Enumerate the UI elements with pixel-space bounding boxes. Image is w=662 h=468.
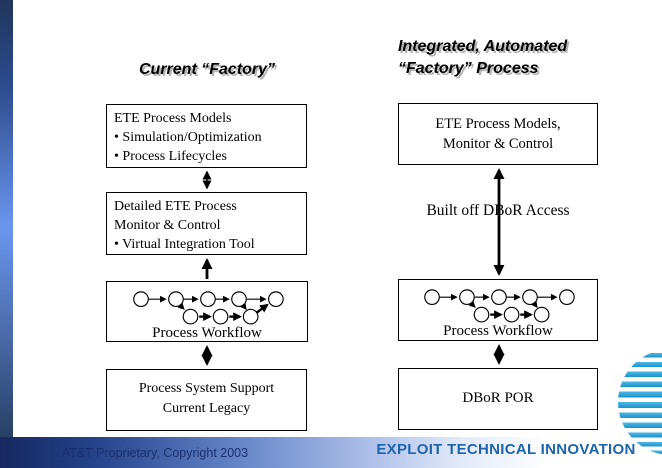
left-box-detailed-ete-monitor: Detailed ETE Process Monitor & Control •…: [106, 192, 307, 255]
right-column-title: Integrated, Automated “Factory” Process: [398, 36, 628, 80]
box-text-line: Detailed ETE Process: [114, 199, 237, 214]
left-box-process-workflow: Process Workflow: [106, 281, 308, 342]
box-text-line: • Process Lifecycles: [114, 149, 227, 164]
tagline-text: EXPLOIT TECHNICAL INNOVATION: [376, 441, 636, 458]
box-text-line: ETE Process Models: [114, 111, 232, 126]
box-text-line: Monitor & Control: [442, 136, 554, 152]
workflow-diagram-right: [424, 289, 575, 323]
workflow-diagram-left: [133, 291, 284, 325]
box-text-line: DBoR POR: [462, 390, 534, 406]
att-globe-icon: [618, 349, 662, 455]
built-off-dbor-access-label: Built off DBoR Access: [426, 202, 570, 219]
left-box-ete-process-models: ETE Process Models • Simulation/Optimiza…: [106, 104, 307, 168]
left-accent-bar: [0, 0, 13, 437]
right-box-process-workflow: Process Workflow: [398, 279, 598, 341]
box-text-line: • Simulation/Optimization: [114, 130, 262, 145]
footer-gradient-band: [0, 437, 662, 468]
proprietary-notice: AT&T Proprietary, Copyright 2003: [61, 446, 249, 460]
box-text-line: ETE Process Models,: [435, 116, 561, 132]
right-title-line2: “Factory” Process: [398, 60, 539, 77]
right-box-ete-monitor-control: ETE Process Models, Monitor & Control: [398, 103, 598, 165]
right-workflow-label: Process Workflow: [443, 323, 553, 339]
right-title-line1: Integrated, Automated: [398, 38, 568, 55]
left-box-process-system-support: Process System Support Current Legacy: [106, 369, 307, 431]
right-box-dbor-por: DBoR POR: [398, 368, 598, 430]
box-text-line: Current Legacy: [162, 401, 251, 416]
box-text-line: Monitor & Control: [114, 218, 221, 233]
left-workflow-label: Process Workflow: [152, 325, 262, 341]
box-text-line: Process System Support: [138, 381, 275, 396]
box-text-line: • Virtual Integration Tool: [114, 237, 255, 252]
left-column-title: Current “Factory”: [138, 61, 276, 78]
